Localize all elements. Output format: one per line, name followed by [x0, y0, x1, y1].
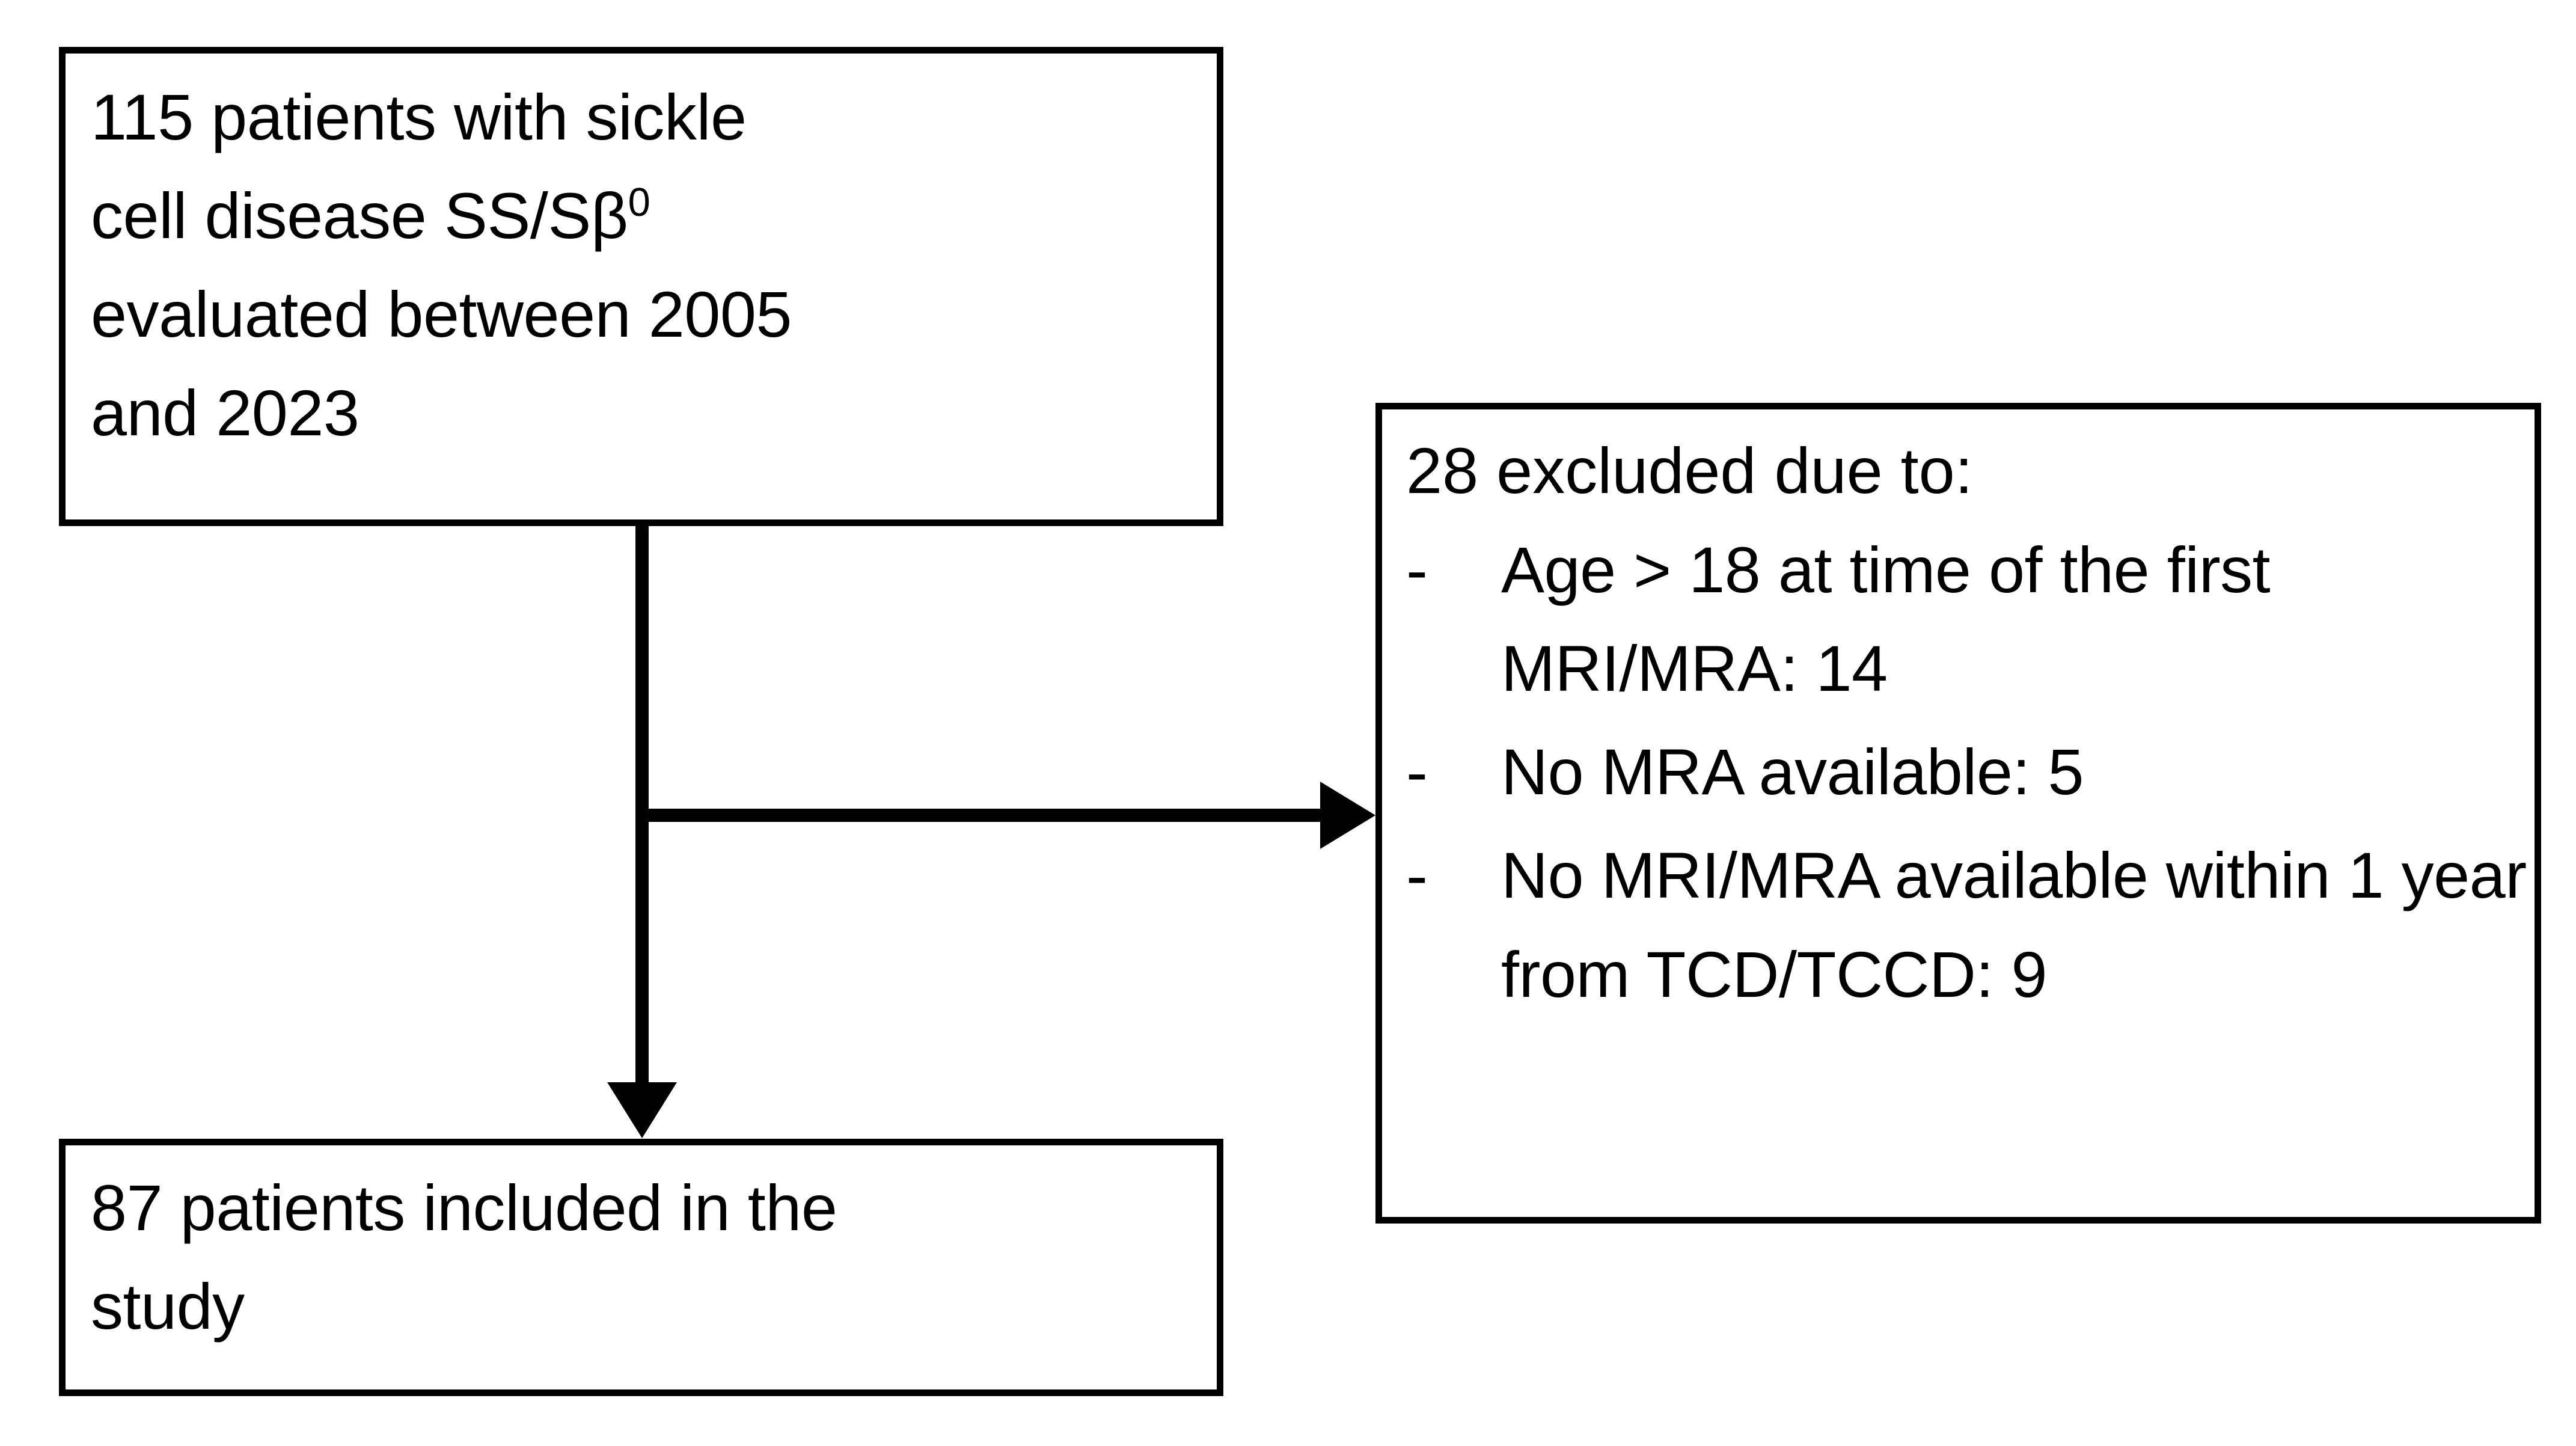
included-line-1: 87 patients included in the [91, 1171, 837, 1244]
beta-symbol: β [590, 179, 628, 253]
included-patients-box: 87 patients included in the study [59, 1139, 1223, 1396]
list-item: - No MRA available: 5 [1404, 723, 2528, 821]
excluded-reasons-list: - Age > 18 at time of the first MRI/MRA:… [1404, 521, 2528, 1029]
enrolled-line-3: evaluated between 2005 [91, 278, 792, 351]
included-patients-text: 87 patients included in the study [91, 1159, 1191, 1356]
excluded-reason-label: Age > 18 at time of the first MRI/MRA: 1… [1501, 533, 2271, 705]
enrolled-line-4: and 2023 [91, 376, 359, 450]
enrolled-cohort-box: 115 patients with sickle cell disease SS/… [59, 47, 1223, 526]
excluded-reason-label: No MRI/MRA available within 1 year from … [1501, 839, 2527, 1011]
right-arrowhead-icon [1320, 782, 1375, 849]
excluded-reason-label: No MRA available: 5 [1501, 735, 2084, 809]
enrolled-line-2-prefix: cell disease SS/S [91, 179, 591, 253]
down-arrowhead-icon [607, 1082, 677, 1138]
excluded-heading: 28 excluded due to: [1406, 434, 1973, 507]
bullet-dash-icon: - [1406, 735, 1428, 809]
included-line-2: study [91, 1270, 245, 1343]
bullet-dash-icon: - [1406, 839, 1428, 912]
list-item: - Age > 18 at time of the first MRI/MRA:… [1404, 521, 2528, 718]
bullet-dash-icon: - [1406, 533, 1428, 606]
excluded-patients-box: 28 excluded due to: - Age > 18 at time o… [1375, 403, 2541, 1224]
superscript-zero: 0 [628, 180, 650, 225]
list-item: - No MRI/MRA available within 1 year fro… [1404, 826, 2528, 1023]
enrolled-line-1: 115 patients with sickle [91, 81, 747, 153]
enrolled-cohort-text: 115 patients with sickle cell disease SS/… [91, 68, 1191, 463]
